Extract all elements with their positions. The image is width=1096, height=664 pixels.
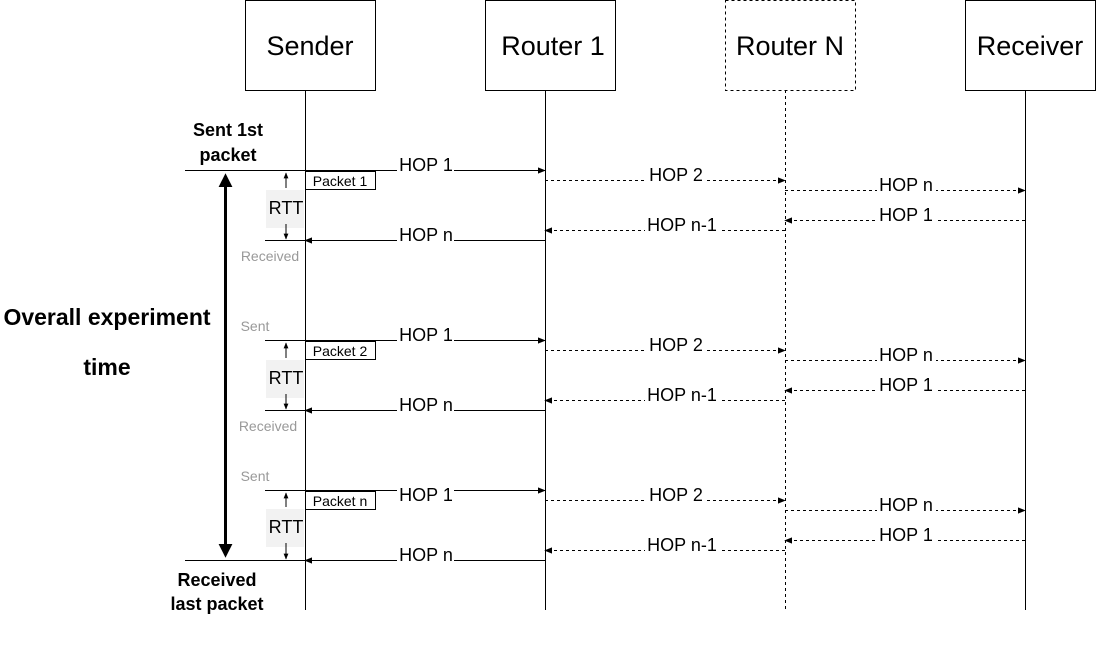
label-hopn1: HOP n-1 xyxy=(647,385,717,405)
rtt-background xyxy=(266,190,304,228)
label-hopn-return: HOP n xyxy=(399,545,453,565)
label-hopn1: HOP n-1 xyxy=(647,535,717,555)
label-hop2: HOP 2 xyxy=(649,485,703,505)
overall-label-line1: Overall experiment xyxy=(3,304,210,330)
svg-text:Packet 2: Packet 2 xyxy=(313,343,368,359)
rtt-label: RTT xyxy=(269,368,304,388)
round-packet-1: Packet 1 HOP 1 HOP 2 HOP n HOP 1 HOP n-1… xyxy=(241,154,1026,264)
actor-router-n: Router N xyxy=(725,0,856,91)
label-hop1-return: HOP 1 xyxy=(879,375,933,395)
sent-first-label-line1: Sent 1st xyxy=(193,120,263,140)
packet-label-n: Packet n xyxy=(305,491,376,510)
label-hopn: HOP n xyxy=(879,175,933,195)
received-last-label-line1: Received xyxy=(177,570,256,590)
label-hop1-return: HOP 1 xyxy=(879,205,933,225)
svg-text:Packet 1: Packet 1 xyxy=(313,173,368,189)
round-packet-n: Sent Packet n HOP 1 HOP 2 HOP n HOP 1 HO… xyxy=(241,468,1026,565)
actor-sender-label: Sender xyxy=(266,31,353,61)
rtt-label: RTT xyxy=(269,198,304,218)
packet-label-1: Packet 1 xyxy=(305,171,376,190)
received-label: Received xyxy=(239,418,297,434)
label-hopn: HOP n xyxy=(879,495,933,515)
overall-time-indicator: Sent 1st packet Received last packet Ove… xyxy=(3,120,398,614)
actor-receiver-label: Receiver xyxy=(977,31,1084,61)
label-hop1: HOP 1 xyxy=(399,485,453,505)
received-last-label-line2: last packet xyxy=(170,594,263,614)
label-hop1-return: HOP 1 xyxy=(879,525,933,545)
rtt-label: RTT xyxy=(269,517,304,537)
actor-router-n-label: Router N xyxy=(736,31,844,61)
label-hop2: HOP 2 xyxy=(649,335,703,355)
overall-label-line2: time xyxy=(83,354,130,380)
label-hopn-return: HOP n xyxy=(399,225,453,245)
sent-label: Sent xyxy=(241,318,270,334)
svg-text:Packet n: Packet n xyxy=(313,493,367,509)
actor-router-1-label: Router 1 xyxy=(501,31,605,61)
actor-router-1: Router 1 xyxy=(485,0,616,91)
label-hopn: HOP n xyxy=(879,345,933,365)
sent-first-label-line2: packet xyxy=(199,145,256,165)
label-hopn1: HOP n-1 xyxy=(647,215,717,235)
label-hop2: HOP 2 xyxy=(649,165,703,185)
rtt-background xyxy=(266,509,304,547)
received-label: Received xyxy=(241,248,299,264)
packet-label-2: Packet 2 xyxy=(305,341,376,360)
sent-label: Sent xyxy=(241,468,270,484)
label-hopn-return: HOP n xyxy=(399,395,453,415)
rtt-background xyxy=(266,360,304,398)
label-hop1: HOP 1 xyxy=(399,155,453,175)
actor-receiver: Receiver xyxy=(965,0,1096,91)
round-packet-2: Sent Packet 2 HOP 1 HOP 2 HOP n HOP 1 HO… xyxy=(239,318,1026,434)
actor-sender: Sender xyxy=(245,0,376,91)
label-hop1: HOP 1 xyxy=(399,325,453,345)
